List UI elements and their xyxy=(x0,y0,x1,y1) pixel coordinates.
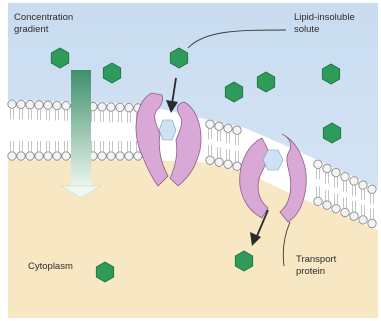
phospholipid-head xyxy=(98,103,106,111)
phospholipid-head xyxy=(341,208,349,216)
phospholipid-head xyxy=(107,152,115,160)
phospholipid-head xyxy=(62,152,70,160)
phospholipid-head xyxy=(53,152,61,160)
phospholipid-head xyxy=(314,197,322,205)
phospholipid-head xyxy=(359,181,367,189)
phospholipid-head xyxy=(359,216,367,224)
phospholipid-head xyxy=(44,152,52,160)
phospholipid-head xyxy=(35,152,43,160)
phospholipid-head xyxy=(314,160,322,168)
phospholipid-head xyxy=(368,185,376,193)
phospholipid-head xyxy=(98,152,106,160)
phospholipid-head xyxy=(26,152,34,160)
phospholipid-head xyxy=(215,158,223,166)
phospholipid-head xyxy=(206,156,214,164)
phospholipid-head xyxy=(233,126,241,134)
phospholipid-head xyxy=(332,205,340,213)
phospholipid-head xyxy=(323,201,331,209)
phospholipid-head xyxy=(125,103,133,111)
phospholipid-head xyxy=(125,152,133,160)
phospholipid-head xyxy=(215,122,223,130)
cytoplasm-label: Cytoplasm xyxy=(28,261,73,272)
phospholipid-head xyxy=(17,100,25,108)
phospholipid-head xyxy=(44,101,52,109)
phospholipid-head xyxy=(26,100,34,108)
phospholipid-head xyxy=(53,101,61,109)
phospholipid-head xyxy=(62,102,70,110)
phospholipid-head xyxy=(116,103,124,111)
phospholipid-head xyxy=(206,120,214,128)
phospholipid-head xyxy=(332,168,340,176)
phospholipid-head xyxy=(350,212,358,220)
phospholipid-head xyxy=(8,100,16,108)
phospholipid-head xyxy=(116,152,124,160)
phospholipid-head xyxy=(350,177,358,185)
phospholipid-head xyxy=(107,103,115,111)
phospholipid-head xyxy=(233,162,241,170)
phospholipid-head xyxy=(368,219,376,227)
phospholipid-head xyxy=(224,124,232,132)
phospholipid-head xyxy=(8,152,16,160)
phospholipid-head xyxy=(224,160,232,168)
phospholipid-head xyxy=(17,152,25,160)
phospholipid-head xyxy=(323,164,331,172)
phospholipid-head xyxy=(35,101,43,109)
phospholipid-head xyxy=(341,173,349,181)
